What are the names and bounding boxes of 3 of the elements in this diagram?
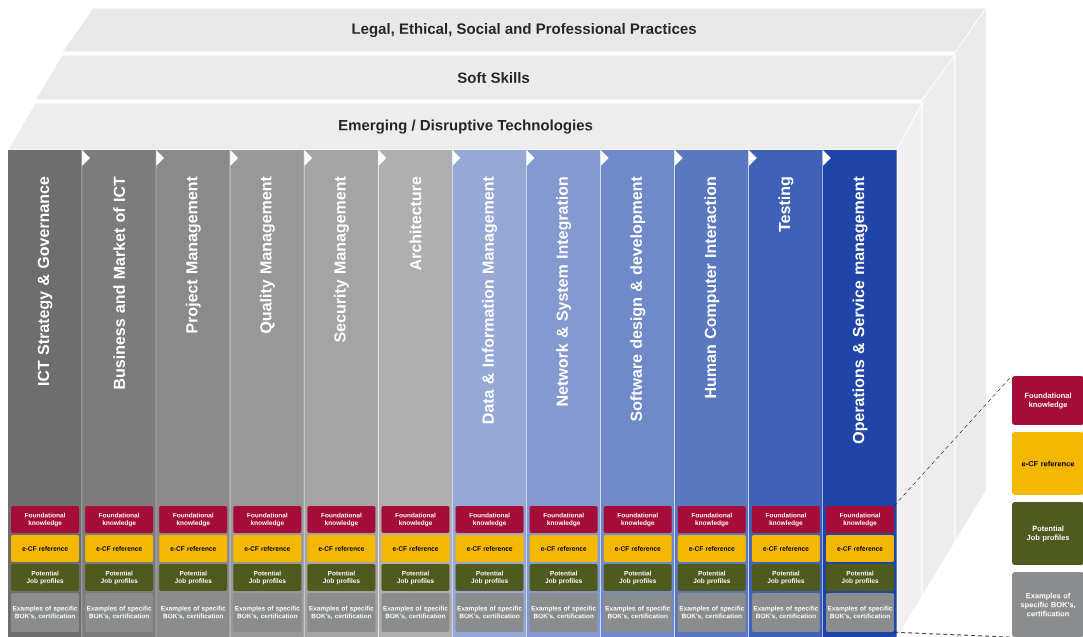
leader-line xyxy=(893,631,1013,637)
band: Legal, Ethical, Social and Professional Practices xyxy=(61,7,987,53)
leader-line xyxy=(893,375,1013,507)
